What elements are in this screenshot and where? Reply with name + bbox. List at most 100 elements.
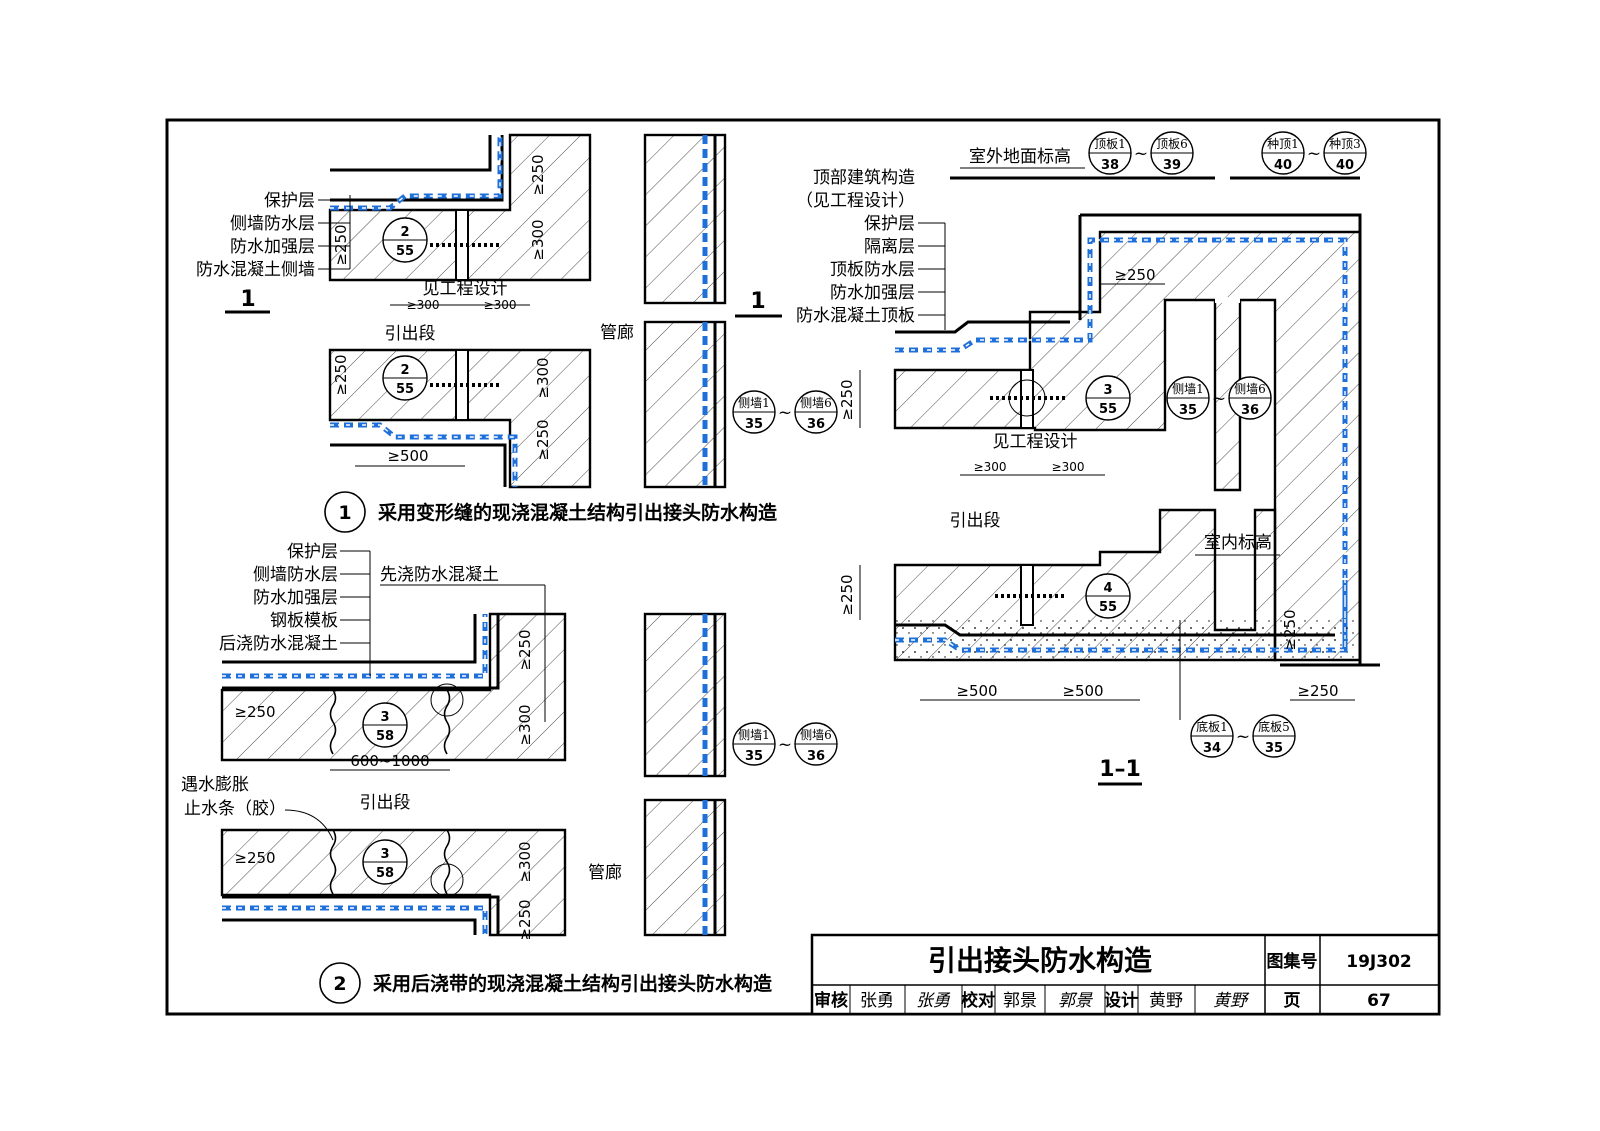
section-floor-ref-b[interactable]: 底板5 35 [1252, 714, 1296, 758]
svg-text:种顶1: 种顶1 [1267, 137, 1299, 151]
svg-text:~: ~ [1307, 144, 1321, 164]
review-label: 审核 [814, 990, 848, 1011]
svg-text:≥250: ≥250 [838, 379, 856, 420]
svg-text:~: ~ [778, 735, 792, 755]
svg-text:防水混凝土顶板: 防水混凝土顶板 [796, 306, 915, 326]
svg-text:≥250: ≥250 [838, 574, 856, 615]
svg-text:≥250: ≥250 [534, 419, 552, 460]
svg-text:55: 55 [396, 382, 414, 397]
svg-text:≥300: ≥300 [529, 219, 547, 260]
svg-text:35: 35 [1265, 741, 1283, 756]
svg-text:≥500: ≥500 [387, 447, 428, 465]
svg-text:3: 3 [380, 847, 389, 862]
detail2-wall-ref-a[interactable]: 侧墙1 35 [732, 722, 776, 766]
section-plant-ref-a[interactable]: 种顶1 40 [1261, 131, 1305, 175]
section-callout-bottom[interactable]: 4 55 [1085, 573, 1131, 619]
svg-text:种顶3: 种顶3 [1329, 137, 1361, 151]
svg-text:保护层: 保护层 [287, 542, 338, 562]
svg-text:~: ~ [1212, 389, 1226, 409]
svg-text:底板1: 底板1 [1196, 719, 1228, 734]
svg-text:≥250: ≥250 [332, 354, 350, 395]
section-ground-label: 室外地面标高 [969, 147, 1071, 167]
svg-text:~: ~ [1236, 727, 1250, 747]
svg-text:≥250: ≥250 [516, 629, 534, 670]
detail2-swell-strip-2: 止水条（胶） [184, 799, 286, 819]
svg-text:隔离层: 隔离层 [864, 237, 915, 257]
svg-text:后浇防水混凝土: 后浇防水混凝土 [219, 634, 338, 654]
svg-text:4: 4 [1103, 581, 1112, 596]
svg-text:≥250: ≥250 [332, 224, 350, 265]
svg-text:35: 35 [1179, 403, 1197, 418]
detail1-gallery-wall-lower [643, 320, 727, 489]
svg-text:侧墙1: 侧墙1 [738, 728, 770, 742]
svg-text:保护层: 保护层 [864, 214, 915, 234]
svg-text:3: 3 [380, 710, 389, 725]
svg-text:侧墙防水层: 侧墙防水层 [253, 565, 338, 585]
svg-text:34: 34 [1203, 741, 1221, 756]
section-callout-top[interactable]: 3 55 [1085, 375, 1131, 421]
detail1-label-wall-wp: 侧墙防水层 [230, 214, 315, 234]
svg-text:采用后浇带的现浇混凝土结构引出接头防水构造: 采用后浇带的现浇混凝土结构引出接头防水构造 [373, 972, 773, 995]
svg-text:35: 35 [745, 749, 763, 764]
svg-text:钢板模板: 钢板模板 [270, 611, 338, 631]
detail1-wall-ref-a[interactable]: 侧墙1 35 [732, 390, 776, 434]
section-wall-ref-b[interactable]: 侧墙6 36 [1228, 376, 1272, 420]
detail2-precast-label: 先浇防水混凝土 [380, 565, 499, 585]
sheet-title: 引出接头防水构造 [928, 944, 1152, 977]
section-title: 1–1 [1099, 757, 1141, 782]
svg-text:38: 38 [1101, 158, 1119, 173]
svg-text:≥250: ≥250 [1297, 682, 1338, 700]
svg-text:防水加强层: 防水加强层 [253, 588, 338, 608]
detail2-labels: 保护层 侧墙防水层 防水加强层 钢板模板 后浇防水混凝土 先浇防水混凝土 [219, 542, 546, 722]
checker-name: 郭景 [1003, 991, 1037, 1011]
detail1-wall-ref-b[interactable]: 侧墙6 36 [794, 390, 838, 434]
svg-text:55: 55 [1099, 600, 1117, 615]
reviewer-name: 张勇 [860, 991, 894, 1011]
design-label: 设计 [1104, 990, 1138, 1011]
detail1-section-mark: 1 [240, 287, 255, 312]
svg-text:36: 36 [807, 417, 825, 432]
atlas-number: 19J302 [1346, 952, 1411, 972]
designer-name: 黄野 [1149, 991, 1183, 1011]
section-floor-ref-a[interactable]: 底板1 34 [1190, 714, 1234, 758]
svg-text:≥500: ≥500 [956, 682, 997, 700]
detail2-callout-lower[interactable]: 3 58 [362, 839, 408, 885]
svg-text:2: 2 [400, 225, 409, 240]
svg-text:≥300: ≥300 [516, 704, 534, 745]
check-label: 校对 [961, 990, 995, 1011]
detail-2: 3 58 3 58 保护层 侧墙防水层 防水加强层 钢板模板 后浇防水混凝土 先… [181, 542, 838, 1004]
section-mark-left: 1 [750, 289, 765, 314]
detail1-callout-lower[interactable]: 2 55 [382, 355, 428, 401]
detail2-callout-upper[interactable]: 3 58 [362, 702, 408, 748]
detail1-gallery: 管廊 [600, 323, 634, 343]
detail1-see-design: 见工程设计 [423, 279, 508, 299]
section-lead-out: 引出段 [950, 511, 1001, 531]
svg-text:≥250: ≥250 [234, 703, 275, 721]
svg-text:~: ~ [1134, 144, 1148, 164]
page-number: 67 [1367, 991, 1391, 1011]
detail1-label-concrete: 防水混凝土侧墙 [196, 260, 315, 280]
detail2-wall-ref-b[interactable]: 侧墙6 36 [794, 722, 838, 766]
section-roof-ref-b[interactable]: 顶板6 39 [1150, 131, 1194, 175]
svg-text:≥300: ≥300 [534, 357, 552, 398]
detail2-gallery-wall-upper [643, 612, 727, 778]
svg-text:侧墙6: 侧墙6 [1234, 382, 1266, 396]
svg-text:40: 40 [1274, 158, 1292, 173]
svg-text:底板5: 底板5 [1258, 719, 1290, 734]
detail1-callout-upper[interactable]: 2 55 [382, 217, 428, 263]
svg-text:36: 36 [807, 749, 825, 764]
reviewer-signature: 张勇 [916, 991, 951, 1011]
section-plant-ref-b[interactable]: 种顶3 40 [1323, 131, 1367, 175]
svg-text:58: 58 [376, 866, 394, 881]
section-wall-ref-a[interactable]: 侧墙1 35 [1166, 376, 1210, 420]
page-label: 页 [1284, 991, 1301, 1011]
section-roof-ref-a[interactable]: 顶板1 38 [1088, 131, 1132, 175]
svg-text:36: 36 [1241, 403, 1259, 418]
detail2-upper-slab [220, 612, 567, 762]
svg-text:采用变形缝的现浇混凝土结构引出接头防水构造: 采用变形缝的现浇混凝土结构引出接头防水构造 [378, 501, 778, 524]
svg-text:侧墙6: 侧墙6 [800, 396, 832, 410]
detail2-caption: 2 采用后浇带的现浇混凝土结构引出接头防水构造 [319, 962, 773, 1004]
svg-text:55: 55 [396, 244, 414, 259]
svg-text:顶板防水层: 顶板防水层 [830, 260, 915, 280]
svg-text:≥250: ≥250 [1114, 266, 1155, 284]
